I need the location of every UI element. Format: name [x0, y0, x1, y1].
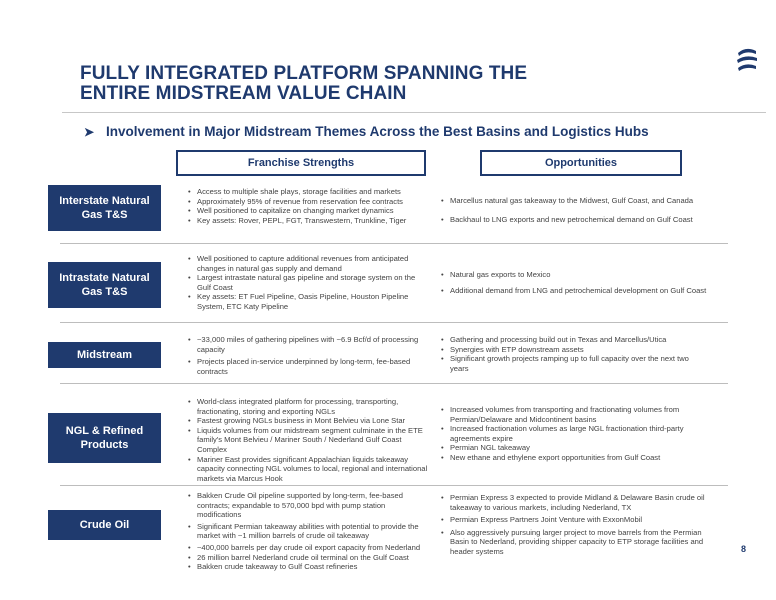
list-item: Also aggressively pursuing larger projec… — [441, 528, 709, 557]
list-item: Liquids volumes from our midstream segme… — [188, 426, 428, 455]
title-divider — [62, 112, 766, 113]
list-item: Fastest growing NGLs business in Mont Be… — [188, 416, 428, 426]
opportunities-list-ngl: Increased volumes from transporting and … — [441, 405, 709, 463]
list-item: Permian Express 3 expected to provide Mi… — [441, 493, 709, 512]
row-label-intrastate: Intrastate Natural Gas T&S — [48, 262, 161, 308]
list-item: Projects placed in-service underpinned b… — [188, 357, 428, 376]
title-line-2: ENTIRE MIDSTREAM VALUE CHAIN — [80, 83, 407, 104]
strengths-list-ngl: World-class integrated platform for proc… — [188, 397, 428, 483]
list-item: 26 million barrel Nederland crude oil te… — [188, 553, 428, 563]
list-item: Permian NGL takeaway — [441, 443, 709, 453]
list-item: ~33,000 miles of gathering pipelines wit… — [188, 335, 428, 354]
row-divider — [60, 322, 728, 323]
opportunities-header: Opportunities — [480, 150, 682, 176]
opportunities-list-midstream: Gathering and processing build out in Te… — [441, 335, 709, 373]
franchise-strengths-header: Franchise Strengths — [176, 150, 426, 176]
list-item: Mariner East provides significant Appala… — [188, 455, 428, 484]
strengths-list-midstream: ~33,000 miles of gathering pipelines wit… — [188, 335, 428, 379]
list-item: Significant Permian takeaway abilities w… — [188, 522, 428, 541]
row-label-ngl: NGL & Refined Products — [48, 413, 161, 463]
row-label-interstate: Interstate Natural Gas T&S — [48, 185, 161, 231]
list-item: Backhaul to LNG exports and new petroche… — [441, 215, 709, 225]
list-item: Bakken Crude Oil pipeline supported by l… — [188, 491, 428, 520]
strengths-list-intrastate: Well positioned to capture additional re… — [188, 254, 428, 312]
list-item: Bakken crude takeaway to Gulf Coast refi… — [188, 562, 428, 572]
energy-transfer-logo-icon — [737, 48, 757, 71]
list-item: Additional demand from LNG and petrochem… — [441, 286, 709, 296]
list-item: Increased volumes from transporting and … — [441, 405, 709, 424]
list-item: Access to multiple shale plays, storage … — [188, 187, 428, 197]
list-item: World-class integrated platform for proc… — [188, 397, 428, 416]
list-item: Synergies with ETP downstream assets — [441, 345, 709, 355]
strengths-list-interstate: Access to multiple shale plays, storage … — [188, 187, 428, 225]
list-item: Approximately 95% of revenue from reserv… — [188, 197, 428, 207]
opportunities-list-intrastate: Natural gas exports to Mexico Additional… — [441, 270, 709, 295]
row-divider — [60, 383, 728, 384]
subheading-text: Involvement in Major Midstream Themes Ac… — [106, 124, 649, 139]
list-item: Key assets: ET Fuel Pipeline, Oasis Pipe… — [188, 292, 428, 311]
row-divider — [60, 485, 728, 486]
list-item: Gathering and processing build out in Te… — [441, 335, 709, 345]
list-item: Largest intrastate natural gas pipeline … — [188, 273, 428, 292]
row-label-midstream: Midstream — [48, 342, 161, 368]
list-item: Natural gas exports to Mexico — [441, 270, 709, 280]
strengths-list-crude-oil: Bakken Crude Oil pipeline supported by l… — [188, 491, 428, 572]
subheading: ➤ Involvement in Major Midstream Themes … — [84, 124, 649, 139]
list-item: Well positioned to capture additional re… — [188, 254, 428, 273]
list-item: Permian Express Partners Joint Venture w… — [441, 515, 709, 525]
opportunities-list-interstate: Marcellus natural gas takeaway to the Mi… — [441, 196, 709, 227]
list-item: Well positioned to capitalize on changin… — [188, 206, 428, 216]
page-title: FULLY INTEGRATED PLATFORM SPANNING THE E… — [80, 64, 680, 104]
page-number: 8 — [741, 544, 747, 554]
list-item: New ethane and ethylene export opportuni… — [441, 453, 709, 463]
arrow-bullet-icon: ➤ — [84, 124, 95, 139]
title-line-1: FULLY INTEGRATED PLATFORM SPANNING THE — [80, 63, 528, 84]
list-item: ~400,000 barrels per day crude oil expor… — [188, 543, 428, 553]
row-label-crude-oil: Crude Oil — [48, 510, 161, 540]
list-item: Key assets: Rover, PEPL, FGT, Transweste… — [188, 216, 428, 226]
list-item: Marcellus natural gas takeaway to the Mi… — [441, 196, 709, 206]
opportunities-list-crude-oil: Permian Express 3 expected to provide Mi… — [441, 493, 709, 560]
list-item: Increased fractionation volumes as large… — [441, 424, 709, 443]
list-item: Significant growth projects ramping up t… — [441, 354, 709, 373]
row-divider — [60, 243, 728, 244]
